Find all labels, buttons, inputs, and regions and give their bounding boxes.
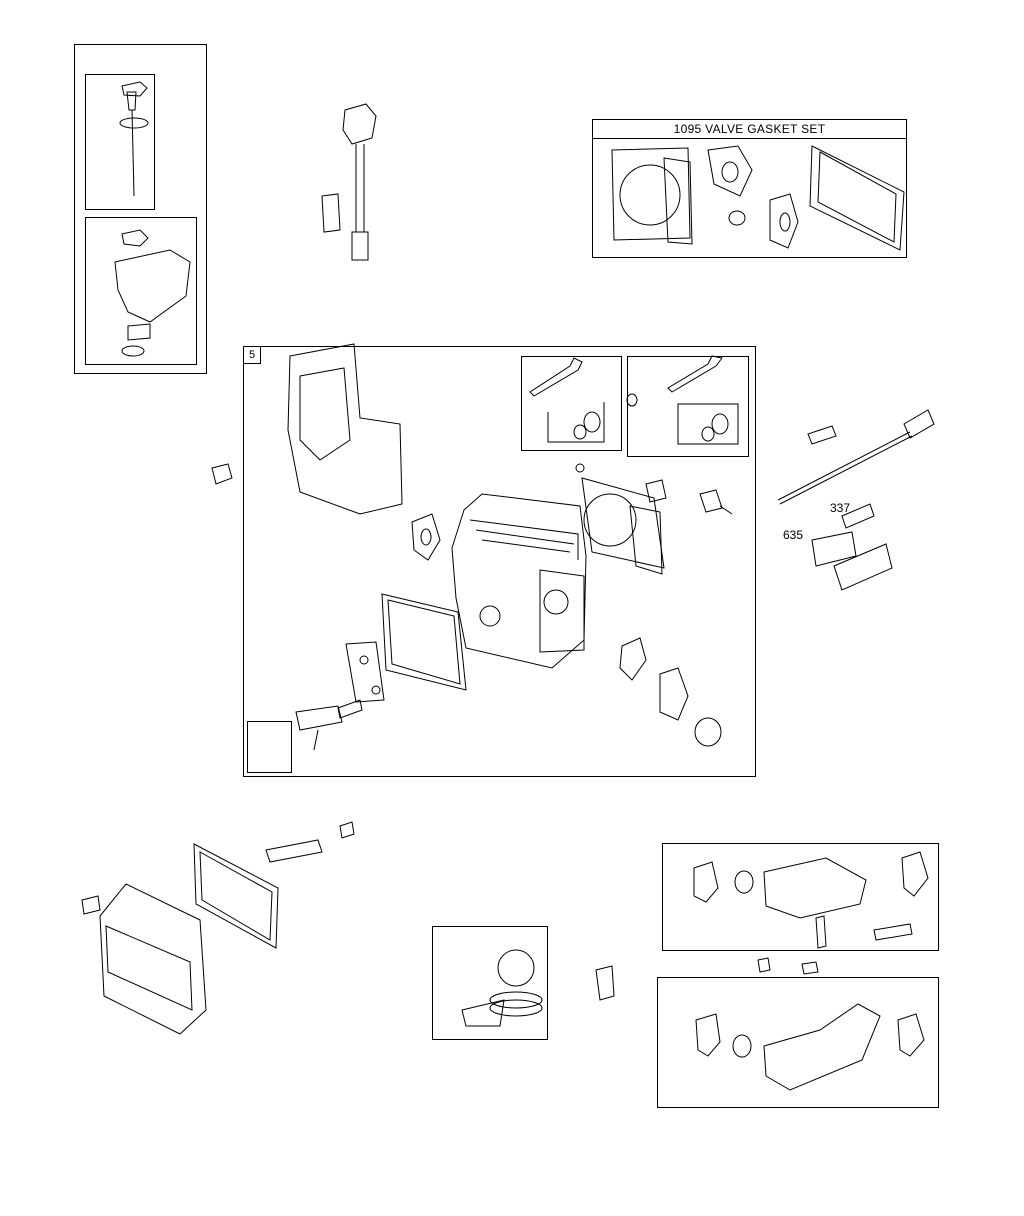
valve-gasket-set-box: 1095 VALVE GASKET SET [592,119,907,258]
oil-fill-tube-subbox [85,217,197,365]
push-rod-icon [778,410,934,504]
screw-icon [212,464,232,484]
head-gasket-in-box-icon [582,478,664,574]
exhaust-valve-icon [627,356,738,444]
screw-small-icon [802,962,818,974]
bolt-icon [82,896,100,914]
intake-port-gasket-icon [412,514,440,560]
piston-ring-icon [462,950,542,1026]
stud-icon [338,700,362,718]
breather-subbox [247,721,292,773]
cylinder-head-box: 5 [243,346,756,777]
rocker-arm-icon [576,464,732,514]
dipstick-icon [120,82,148,196]
cylinder-head-icon [452,494,586,668]
nut-icon [340,822,354,838]
fuel-valve-icon [322,104,376,260]
valve-gasket-set-label: 1095 VALVE GASKET SET [593,120,906,139]
reed-valve-icon [296,706,342,750]
intake-gasket-icon [708,146,752,196]
cylinder-head-ref-number: 5 [244,347,261,364]
spark-plug-boot-icon [812,532,856,566]
rocker-cover-icon [100,884,206,1034]
valve-cover-gasket-icon [382,594,466,690]
head-gasket-icon [612,148,692,244]
intake-manifold-upper-icon [694,852,928,948]
fitting-icon [758,958,770,972]
oil-fill-tube-icon [115,230,190,356]
exhaust-port-gasket-icon [620,638,721,746]
air-baffle-icon [288,344,402,514]
intake-manifold-box-upper [662,843,939,951]
intake-valve-icon [530,358,604,442]
callout-635: 635 [783,528,804,542]
breather-tube-icon [266,840,322,862]
rocker-cover-gasket-icon [194,844,278,948]
spark-plug-icon [842,504,874,528]
piston-ring-box [432,926,548,1040]
ignition-coil-icon [834,544,892,590]
exhaust-valve-subbox [627,356,749,457]
callout-337: 337 [830,501,851,515]
intake-valve-subbox [521,356,622,451]
breather-valve-icon [596,966,614,1000]
valve-seal-icon [729,211,745,225]
dipstick-subbox [85,74,155,210]
breather-plate-icon [346,642,384,702]
oil-fill-assembly-box [74,44,207,374]
cover-gasket-icon [810,146,904,250]
intake-manifold-lower-icon [696,1004,924,1090]
exhaust-gasket-icon [770,194,798,248]
